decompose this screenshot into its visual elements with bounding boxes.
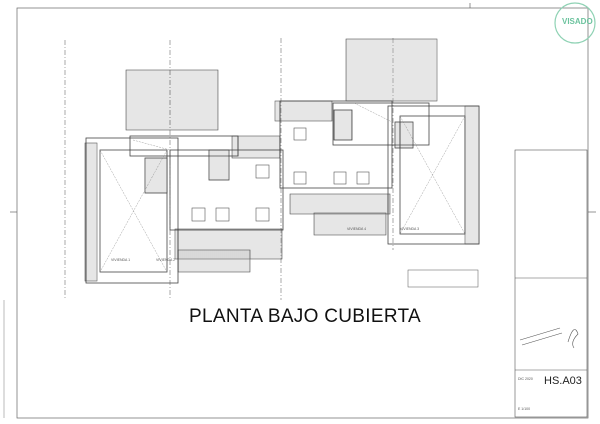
label-vivienda-3: VIVIENDA 3	[400, 227, 420, 231]
visado-stamp-text: VISADO	[562, 17, 593, 26]
legend-box	[407, 269, 479, 288]
walls	[85, 100, 480, 284]
windows	[191, 127, 370, 222]
sheet-code: HS.A03	[544, 375, 582, 387]
date: DIC 2020	[518, 377, 533, 381]
sheet-border	[10, 3, 596, 419]
label-vivienda-4: VIVIENDA 4	[347, 227, 367, 231]
axis-lines	[64, 38, 394, 300]
label-vivienda-2: VIVIENDA 2	[156, 258, 176, 262]
label-vivienda-1: VIVIENDA 1	[111, 258, 131, 262]
roof-hatched-areas	[84, 38, 480, 282]
visado-stamp	[554, 2, 596, 44]
scale: E 1/100	[518, 407, 531, 411]
title-block	[514, 149, 588, 418]
drawing-title: PLANTA BAJO CUBIERTA	[189, 306, 421, 327]
room-diagonals	[99, 102, 466, 273]
